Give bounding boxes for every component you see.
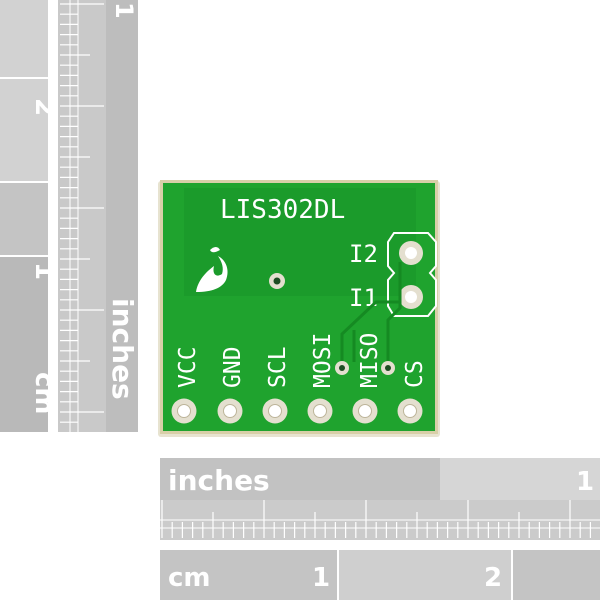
ruler-number: 1 xyxy=(110,2,138,19)
via-hole xyxy=(385,365,391,371)
vertical-cm-ruler: 2 1 cm xyxy=(0,0,59,432)
header-pad-hole xyxy=(177,404,191,418)
pin-label-vcc: VCC xyxy=(175,346,201,388)
vertical-inches-ruler: 1 inches xyxy=(58,0,139,432)
pin-label-mosi: MOSI xyxy=(310,333,336,388)
ruler-number: 1 xyxy=(29,262,59,280)
ruler-unit-label: inches xyxy=(106,298,139,400)
i2-label: I2 xyxy=(349,240,378,268)
horizontal-cm-ruler: cm 1 2 xyxy=(160,550,600,600)
pcb-board: LIS302DL I2 I1 VCC GND SCL MO xyxy=(158,180,440,437)
header-pad-hole xyxy=(268,404,282,418)
ruler-label-band xyxy=(106,0,138,432)
ruler-segment xyxy=(0,0,48,182)
header-pad-hole xyxy=(223,404,237,418)
center-via-hole xyxy=(273,277,281,285)
ruler-unit-label: inches xyxy=(168,464,270,497)
ruler-number: 1 xyxy=(576,467,594,497)
pin-label-cs: CS xyxy=(402,360,428,388)
horizontal-inches-ruler: inches 1 xyxy=(160,458,600,540)
i2-pad-hole xyxy=(405,247,417,259)
i1-pad-hole xyxy=(405,291,417,303)
ruler-segment xyxy=(0,256,48,432)
ruler-ticks xyxy=(60,0,104,432)
via-hole xyxy=(339,365,345,371)
header-pads xyxy=(171,398,423,424)
ruler-unit-label: cm xyxy=(29,372,59,415)
ruler-ticks xyxy=(160,500,600,538)
pin-label-scl: SCL xyxy=(265,346,291,388)
header-pad-hole xyxy=(358,404,372,418)
ruler-number: 2 xyxy=(484,563,502,593)
interrupt-pad-outline xyxy=(387,232,437,317)
i1-label: I1 xyxy=(349,284,378,312)
chip-label: LIS302DL xyxy=(220,195,345,225)
header-pad-hole xyxy=(403,404,417,418)
ruler-segment xyxy=(338,550,512,600)
ruler-number: 1 xyxy=(312,563,330,593)
flame-logo-icon xyxy=(196,247,228,292)
pin-label-gnd: GND xyxy=(220,346,246,388)
ruler-segment xyxy=(440,458,600,500)
ruler-number: 2 xyxy=(29,98,59,116)
pin-label-miso: MISO xyxy=(357,333,383,388)
header-pad-hole xyxy=(313,404,327,418)
pcb-traces xyxy=(340,262,402,368)
ruler-unit-label: cm xyxy=(168,563,211,593)
